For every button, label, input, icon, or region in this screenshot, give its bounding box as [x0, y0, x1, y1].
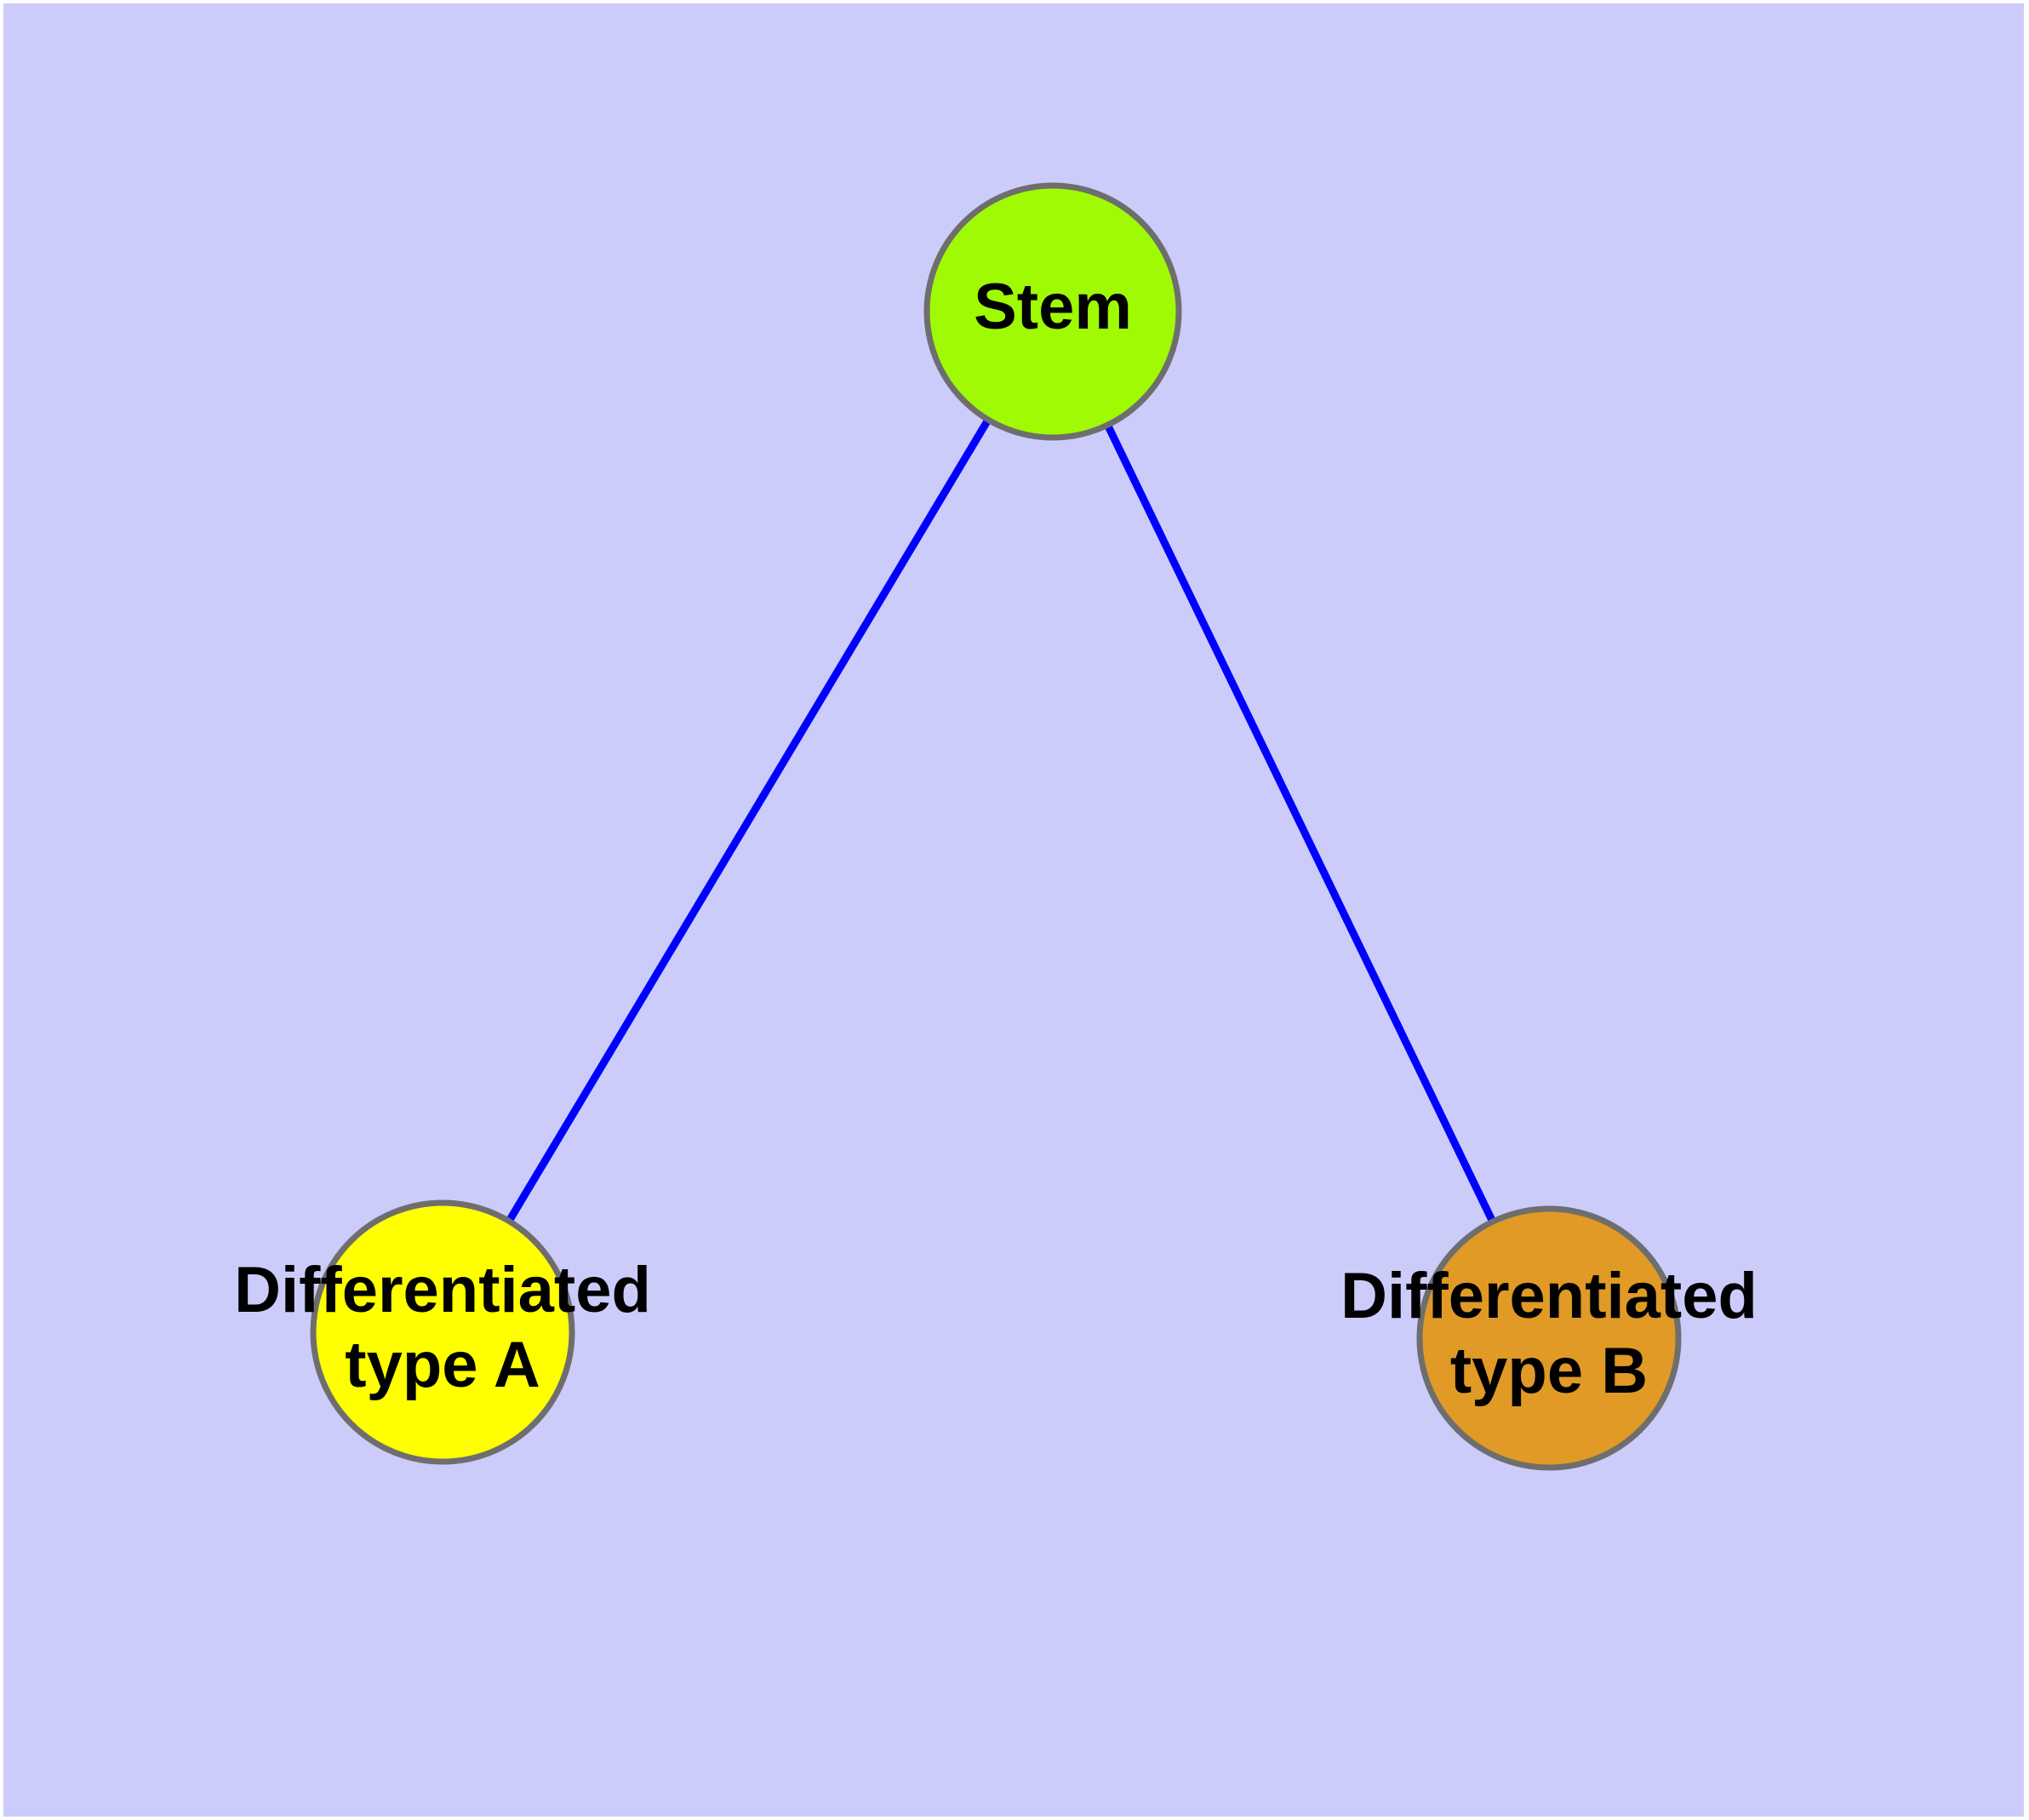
- edge-stem-to-differentiated-type-b[interactable]: [1104, 423, 1496, 1224]
- edge-stem-to-differentiated-type-a[interactable]: [506, 417, 992, 1223]
- node-circle-stem[interactable]: [923, 182, 1182, 441]
- edge-layer: [506, 417, 1496, 1224]
- node-circle-differentiated-type-b[interactable]: [1416, 1205, 1682, 1471]
- node-label-stem: Stem: [974, 271, 1132, 343]
- node-label-line: Differentiated: [1340, 1260, 1758, 1332]
- node-circle-layer: [310, 182, 1682, 1471]
- node-label-line: type A: [345, 1329, 540, 1401]
- node-label-line: Differentiated: [234, 1254, 651, 1326]
- node-label-line: Stem: [974, 271, 1132, 343]
- node-label-line: type B: [1450, 1335, 1648, 1407]
- node-circle-differentiated-type-a[interactable]: [310, 1199, 575, 1465]
